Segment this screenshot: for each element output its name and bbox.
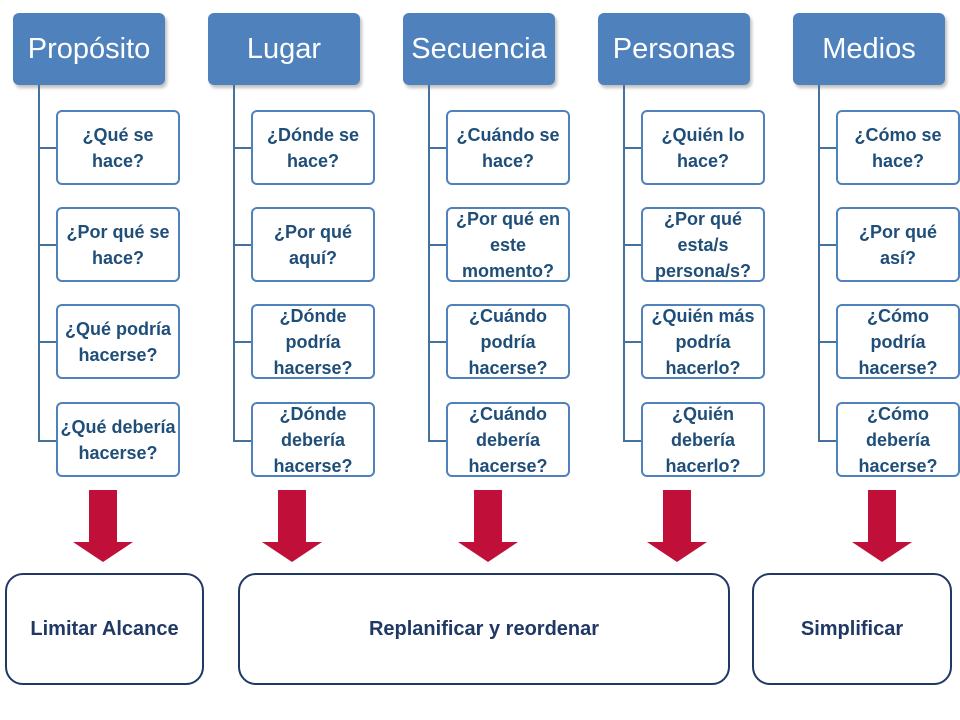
arrow-down-icon [262,490,322,562]
column-lugar: Lugar ¿Dónde se hace? ¿Por qué aquí? ¿Dó… [208,0,375,480]
connector-tick [233,341,252,343]
connector-tick [623,147,642,149]
question-box: ¿Por qué esta/s persona/s? [641,207,765,282]
header-secuencia: Secuencia [403,13,555,85]
header-personas: Personas [598,13,750,85]
column-medios: Medios ¿Cómo se hace? ¿Por qué así? ¿Cóm… [793,0,960,480]
connector-tick [38,341,57,343]
question-box: ¿Cómo debería hacerse? [836,402,960,477]
connector-tick [233,147,252,149]
connector-line [233,85,235,442]
arrow-down-icon [73,490,133,562]
connector-line [428,85,430,442]
connector-line [623,85,625,442]
column-secuencia: Secuencia ¿Cuándo se hace? ¿Por qué en e… [403,0,570,480]
arrow-down-icon [647,490,707,562]
connector-line [38,85,40,442]
connector-tick [38,440,57,442]
outcome-replanificar: Replanificar y reordenar [238,573,730,685]
connector-tick [623,440,642,442]
question-box: ¿Dónde podría hacerse? [251,304,375,379]
connector-tick [428,341,447,343]
column-proposito: Propósito ¿Qué se hace? ¿Por qué se hace… [13,0,180,480]
connector-tick [38,244,57,246]
question-box: ¿Cómo se hace? [836,110,960,185]
question-box: ¿Por qué se hace? [56,207,180,282]
question-box: ¿Quién debería hacerlo? [641,402,765,477]
header-medios: Medios [793,13,945,85]
connector-tick [818,244,837,246]
connector-tick [428,147,447,149]
question-box: ¿Qué podría hacerse? [56,304,180,379]
question-box: ¿Dónde se hace? [251,110,375,185]
question-box: ¿Por qué en este momento? [446,207,570,282]
arrow-down-icon [852,490,912,562]
question-box: ¿Por qué aquí? [251,207,375,282]
connector-tick [233,440,252,442]
question-box: ¿Cuándo se hace? [446,110,570,185]
question-box: ¿Cuándo podría hacerse? [446,304,570,379]
question-box: ¿Dónde debería hacerse? [251,402,375,477]
connector-tick [38,147,57,149]
header-proposito: Propósito [13,13,165,85]
question-box: ¿Cómo podría hacerse? [836,304,960,379]
connector-tick [428,440,447,442]
column-personas: Personas ¿Quién lo hace? ¿Por qué esta/s… [598,0,765,480]
question-box: ¿Qué debería hacerse? [56,402,180,477]
connector-line [818,85,820,442]
connector-tick [233,244,252,246]
connector-tick [818,341,837,343]
connector-tick [623,341,642,343]
question-box: ¿Qué se hace? [56,110,180,185]
question-box: ¿Quién lo hace? [641,110,765,185]
question-box: ¿Cuándo debería hacerse? [446,402,570,477]
connector-tick [428,244,447,246]
header-lugar: Lugar [208,13,360,85]
arrow-down-icon [458,490,518,562]
connector-tick [818,147,837,149]
outcome-limitar-alcance: Limitar Alcance [5,573,204,685]
outcome-simplificar: Simplificar [752,573,952,685]
question-box: ¿Quién más podría hacerlo? [641,304,765,379]
connector-tick [623,244,642,246]
question-box: ¿Por qué así? [836,207,960,282]
connector-tick [818,440,837,442]
